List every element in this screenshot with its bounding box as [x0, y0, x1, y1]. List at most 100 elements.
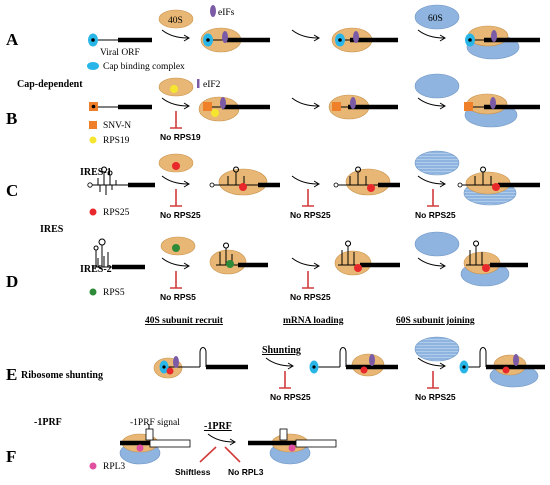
eif-icon: [353, 31, 359, 43]
inhibition-rps5: [170, 271, 182, 289]
arrow-shunting: [265, 357, 294, 370]
no-rps5-label: No RPS5: [160, 292, 196, 302]
rps19-icon: [211, 109, 219, 117]
snv-n-label: SNV-N: [103, 121, 131, 131]
snv-n-icon: [464, 102, 473, 111]
rps5-legend-icon: [89, 288, 97, 296]
row-b: B SNV-N RPS19 eIF2 No RPS19: [6, 73, 540, 146]
small-subunit-40s-label: 40S: [168, 16, 183, 26]
section-label-prf: -1PRF: [34, 417, 62, 428]
inhibition-rpl3: [224, 446, 241, 463]
arrow-step-3: [417, 29, 446, 42]
arrow-step-2: [291, 29, 320, 42]
eif-icon: [491, 30, 497, 42]
inhibition-rps25: [302, 189, 314, 207]
inhibition-shiftless: [199, 446, 217, 463]
shifted-frame-icon: [149, 439, 191, 448]
ires1-label: IRES-1: [80, 167, 112, 178]
inhibition-rps25: [279, 371, 291, 389]
rps25-legend-icon: [89, 208, 97, 216]
arrow-step-1: [161, 29, 190, 42]
shifted-frame-icon: [295, 439, 337, 448]
large-subunit-60s: [414, 4, 460, 30]
row-letter-d: D: [6, 272, 18, 291]
stage-label-loading: mRNA loading: [283, 316, 344, 326]
eif-icon: [369, 354, 375, 366]
no-rps25-label-1: No RPS25: [160, 210, 201, 220]
cap-icon: [91, 38, 95, 42]
shunting-hairpin-icon: [199, 347, 207, 367]
rps25-icon: [482, 264, 490, 272]
arrow-step-2: [291, 97, 320, 110]
snv-n-icon: [332, 102, 341, 111]
eif2-label: eIF2: [203, 80, 221, 90]
inhibition-rps25: [427, 371, 439, 389]
arrow-prf: [207, 433, 236, 446]
rps19-icon: [170, 85, 178, 93]
eif-icon: [513, 354, 519, 366]
rps5-icon: [226, 260, 234, 268]
prf-signal-label: -1PRF signal: [130, 418, 180, 428]
snv-n-legend-icon: [89, 121, 97, 129]
rps25-icon: [166, 367, 174, 375]
large-subunit-60s: [414, 150, 460, 176]
rps25-icon: [367, 184, 375, 192]
no-rps19-label: No RPS19: [160, 132, 201, 142]
stage-label-recruit: 40S subunit recruit: [145, 316, 224, 326]
rps25-icon: [502, 366, 510, 374]
shunting-step-label: Shunting: [262, 345, 301, 356]
prf-signal-icon: [279, 428, 288, 441]
rps5-icon: [172, 244, 180, 252]
arrow-step-2: [291, 175, 320, 188]
no-rps25-label-3: No RPS25: [415, 210, 456, 220]
rpl3-label: RPL3: [103, 462, 125, 472]
cap-binding-complex-label: Cap binding complex: [103, 62, 185, 72]
arrow-step-1: [161, 97, 190, 110]
stage-label-joining: 60S subunit joining: [396, 316, 475, 326]
no-rps25-label-6: No RPS25: [415, 392, 456, 402]
eif-icon: [490, 97, 496, 109]
eif2-icon: [197, 79, 200, 88]
inhibition-rps25: [170, 189, 182, 207]
ires2-structure-icon: [92, 238, 112, 268]
rpl3-icon: [136, 444, 144, 452]
row-letter-b: B: [6, 109, 17, 128]
ires-40s-complex: [218, 168, 268, 196]
row-letter-e: E: [6, 365, 17, 384]
eif-icon: [220, 97, 226, 109]
arrow-step-1: [161, 175, 190, 188]
rps25-icon: [172, 162, 180, 170]
snv-n-icon: [203, 102, 212, 111]
ires2-label: IRES-2: [80, 264, 112, 275]
arrow-step-2: [291, 257, 320, 270]
section-label-ires: IRES: [40, 224, 64, 235]
large-subunit-60s-label: 60S: [428, 14, 443, 24]
row-letter-a: A: [6, 30, 19, 49]
arrow-step-3: [417, 257, 446, 270]
inhibition-rps19: [170, 111, 182, 129]
rps25-icon: [354, 264, 362, 272]
rps25-icon: [360, 366, 368, 374]
inhibition-rps25: [302, 271, 314, 289]
cap-binding-complex-legend-icon: [87, 62, 99, 70]
no-rps25-label-5: No RPS25: [270, 392, 311, 402]
shunting-hairpin-icon: [339, 347, 347, 367]
small-subunit-40s: [158, 9, 194, 29]
large-subunit-60s: [414, 73, 460, 99]
inhibition-rps25: [427, 189, 439, 207]
row-c: C IRES-1 RPS25 No RPS25 No RPS25: [6, 150, 540, 220]
rps19-legend-icon: [89, 136, 97, 144]
large-subunit-60s: [414, 336, 460, 362]
rpl3-legend-icon: [89, 462, 97, 470]
prf-signal-icon: [145, 428, 154, 441]
prf-step-label: -1PRF: [204, 421, 232, 432]
eif-icon: [222, 31, 228, 43]
ires-loaded-complex: [345, 168, 391, 196]
eif-icon: [210, 5, 216, 17]
row-a: A Viral ORF Cap binding complex 40S eIFs…: [6, 4, 540, 72]
rps5-label: RPS5: [103, 288, 125, 298]
eif-icon: [350, 97, 356, 109]
viral-orf-label: Viral ORF: [100, 48, 140, 58]
rps19-label: RPS19: [103, 136, 130, 146]
